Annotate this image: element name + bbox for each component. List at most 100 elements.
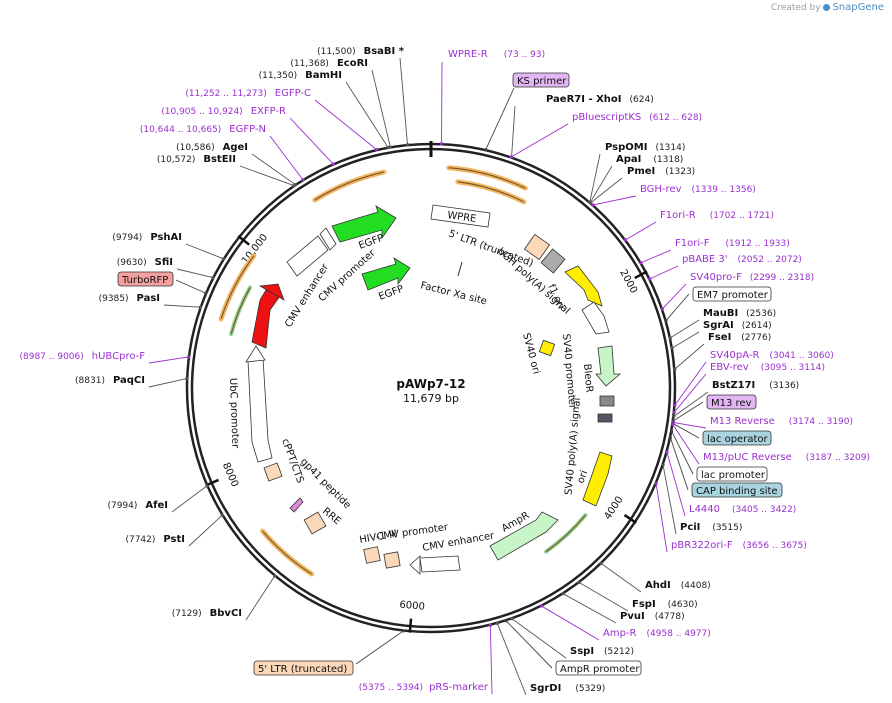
- primer-range: (1702 .. 1721): [710, 211, 774, 221]
- hiv1-psi-feature-a[interactable]: [363, 546, 381, 564]
- enzyme-name: BamHI: [305, 70, 342, 81]
- turborfp-feature[interactable]: [251, 289, 281, 349]
- cmv-enhancer-bottom-feature[interactable]: [419, 555, 461, 573]
- leader-line: [510, 123, 569, 158]
- enzyme-position: (7129): [172, 609, 202, 619]
- ori-feature[interactable]: [582, 451, 613, 507]
- label-primer-m13-reverse[interactable]: M13 Reverse(3174 .. 3190): [710, 416, 853, 427]
- label-enzyme-bsabi[interactable]: (11,500)BsaBI *: [317, 46, 405, 57]
- label-leaders: [148, 57, 709, 696]
- label-primer-amp-r[interactable]: Amp-R(4958 .. 4977): [603, 628, 711, 639]
- lac-promoter-box[interactable]: [696, 466, 768, 482]
- label-primer-hubcpro-f[interactable]: (8987 .. 9006)hUBCpro-F: [19, 351, 145, 362]
- label-primer-f1ori-f[interactable]: F1ori-F(1912 .. 1933): [675, 238, 790, 249]
- bgh-polya-feature[interactable]: [540, 248, 566, 274]
- label-primer-exfp-r[interactable]: (10,905 .. 10,924)EXFP-R: [161, 106, 286, 117]
- label-enzyme-bamhi[interactable]: (11,350) BamHI: [259, 70, 342, 81]
- label-enzyme-sspi[interactable]: SspI(5212): [570, 646, 634, 657]
- enzyme-position: (2614): [742, 321, 772, 331]
- label-enzyme-bsteii[interactable]: (10,572)BstEII: [157, 154, 236, 165]
- label-primer-m13-puc-reverse[interactable]: M13/pUC Reverse(3187 .. 3209): [703, 452, 870, 463]
- label-enzyme-bbvci[interactable]: (7129)BbvCI: [172, 608, 242, 619]
- label-primer-l4440[interactable]: L4440(3405 .. 3422): [689, 504, 796, 515]
- tick-mark: [623, 514, 637, 524]
- inner-label-ori: ori: [575, 469, 590, 485]
- label-enzyme-psti[interactable]: (7742)PstI: [125, 534, 185, 545]
- label-primer-wpre-r[interactable]: WPRE-R(73 .. 93): [448, 49, 545, 60]
- label-enzyme-agei[interactable]: (10,586)AgeI: [176, 142, 248, 153]
- cap-binding-site-box[interactable]: [691, 482, 783, 498]
- lac-feature[interactable]: [597, 413, 613, 423]
- label-enzyme-paqci[interactable]: (8831)PaqCI: [75, 375, 145, 386]
- f1-ori-feature[interactable]: [564, 265, 603, 307]
- label-primer-f1ori-r[interactable]: F1ori-R(1702 .. 1721): [660, 210, 774, 221]
- tick-mark: [237, 235, 250, 246]
- label-enzyme-bstz17i[interactable]: BstZ17I(3136): [712, 380, 799, 391]
- cppt-cts-feature[interactable]: [263, 462, 283, 482]
- label-primer-sv40pro-f[interactable]: SV40pro-F(2299 .. 2318): [690, 272, 814, 283]
- egfp-feature-1[interactable]: [331, 205, 397, 243]
- label-enzyme-pspomi[interactable]: PspOMI(1314): [605, 142, 685, 153]
- label-enzyme-maubi[interactable]: MauBI(2536): [703, 308, 776, 319]
- turborfp-box[interactable]: [117, 271, 174, 287]
- site-marker: [198, 305, 202, 309]
- label-primer-prs-marker[interactable]: (5375 .. 5394)pRS-marker: [359, 682, 489, 693]
- ltr-feature-top[interactable]: [523, 233, 551, 261]
- rre-feature[interactable]: [303, 511, 327, 535]
- label-enzyme-sfii[interactable]: (9630)SfiI: [117, 257, 173, 268]
- em7-promoter-box[interactable]: [692, 286, 772, 302]
- label-enzyme-pmei[interactable]: PmeI(1323): [627, 166, 695, 177]
- sv40-promoter-feature[interactable]: [581, 301, 610, 335]
- label-enzyme-fsei[interactable]: FseI(2776): [708, 332, 771, 343]
- enzyme-name: PciI: [680, 522, 700, 533]
- label-enzyme-pasi[interactable]: (9385)PasI: [99, 293, 160, 304]
- m13-rev-box[interactable]: [706, 394, 757, 410]
- em7-feature[interactable]: [599, 395, 615, 407]
- leader-line: [399, 57, 408, 145]
- turborfp-head[interactable]: [258, 283, 285, 301]
- enzyme-position: (1318): [653, 155, 683, 165]
- cmv-promoter-top-feature[interactable]: [319, 227, 337, 251]
- inner-label-ubc-promoter: UbC promoter: [227, 378, 240, 449]
- arc-feature-left-bottom: [260, 528, 315, 577]
- label-primer-egfp-n[interactable]: (10,644 .. 10,665)EGFP-N: [140, 124, 266, 135]
- bleor-feature[interactable]: [595, 345, 622, 387]
- cmv-enhancer-top-feature[interactable]: [286, 235, 329, 277]
- ks-primer-box[interactable]: [512, 72, 570, 88]
- enzyme-name: PshAI: [150, 232, 182, 243]
- label-enzyme-ecori[interactable]: (11,368)EcoRI: [290, 58, 368, 69]
- lac-operator-box[interactable]: [702, 430, 772, 446]
- sv40-ori-feature[interactable]: [538, 339, 556, 357]
- label-primer-pbabe3[interactable]: pBABE 3'(2052 .. 2072): [682, 254, 802, 265]
- label-enzyme-sgrai[interactable]: SgrAI(2614): [703, 320, 772, 331]
- enzyme-name: BsaBI *: [364, 46, 405, 57]
- label-enzyme-pshai[interactable]: (9794)PshAI: [112, 232, 182, 243]
- primer-name: Amp-R: [603, 628, 637, 639]
- cmv-enhancer-bottom-head[interactable]: [409, 555, 421, 575]
- ampr-promoter-box[interactable]: [555, 660, 642, 676]
- label-enzyme-sgrdi[interactable]: SgrDI(5329): [530, 683, 605, 694]
- label-enzyme-afei[interactable]: (7994)AfeI: [107, 500, 168, 511]
- wpre-feature[interactable]: [430, 204, 491, 228]
- ubc-promoter-feature[interactable]: [247, 357, 273, 463]
- label-primer-pbluescriptks[interactable]: pBluescriptKS(612 .. 628): [572, 112, 702, 123]
- ltr-truncated-box[interactable]: [253, 660, 354, 676]
- label-primer-bgh-rev[interactable]: BGH-rev(1339 .. 1356): [640, 184, 756, 195]
- ampr-feature[interactable]: [489, 511, 559, 561]
- label-enzyme-pvui[interactable]: PvuI(4778): [620, 611, 685, 622]
- ubc-promoter-head[interactable]: [245, 345, 266, 363]
- label-primer-pbr322ori-f[interactable]: pBR322ori-F(3656 .. 3675): [671, 540, 807, 551]
- label-enzyme-pcii[interactable]: PciI(3515): [680, 522, 742, 533]
- label-enzyme-apai[interactable]: ApaI(1318): [616, 154, 683, 165]
- label-enzyme-ahdi[interactable]: AhdI(4408): [645, 580, 711, 591]
- label-enzyme-fspi[interactable]: FspI(4630): [632, 599, 698, 610]
- hiv1-psi-feature-b[interactable]: [383, 551, 401, 569]
- arc-feature-ampr-inner-core: [545, 514, 586, 553]
- label-primer-sv40pa-r[interactable]: SV40pA-R(3041 .. 3060): [710, 350, 834, 361]
- egfp-feature-2[interactable]: [361, 257, 411, 291]
- enzyme-position: (11,350): [259, 71, 298, 81]
- label-enzyme-xhoi[interactable]: PaeR7I - XhoI(624): [546, 94, 654, 105]
- gp41-peptide-feature[interactable]: [289, 497, 304, 513]
- label-primer-ebv-rev[interactable]: EBV-rev(3095 .. 3114): [710, 362, 825, 373]
- label-primer-egfp-c[interactable]: (11,252 .. 11,273)EGFP-C: [185, 88, 311, 99]
